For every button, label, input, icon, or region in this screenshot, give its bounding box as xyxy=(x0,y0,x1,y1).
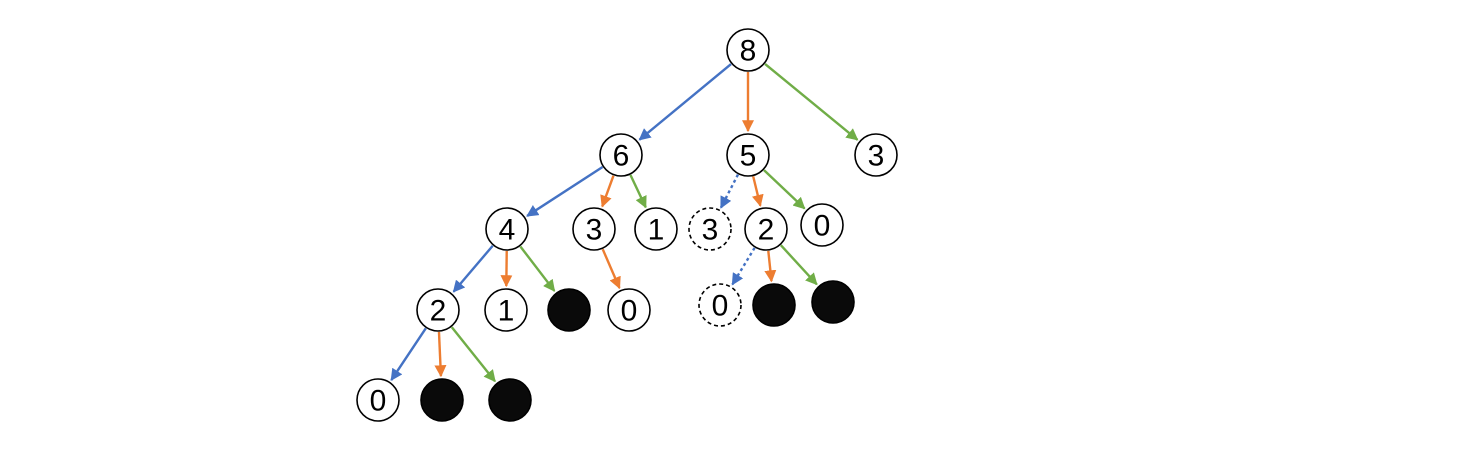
node-label: 0 xyxy=(712,290,729,323)
node-label: 5 xyxy=(740,140,757,173)
tree-node-n3b: 3 xyxy=(572,207,616,251)
edges-layer xyxy=(390,63,859,383)
tree-node-nfb xyxy=(752,283,796,327)
node-circle xyxy=(854,133,898,177)
filled-node-circle xyxy=(752,283,796,327)
node-label: 3 xyxy=(868,140,885,173)
filled-node-circle xyxy=(547,288,591,332)
node-circle xyxy=(744,207,788,251)
node-circle xyxy=(688,207,732,251)
tree-node-nfd xyxy=(420,378,464,422)
node-label: 1 xyxy=(648,214,665,247)
edge-n5-to-n2a xyxy=(751,176,764,207)
node-circle xyxy=(726,28,770,72)
edge-n6-to-n3b xyxy=(600,175,615,208)
node-circle xyxy=(485,207,529,251)
node-circle xyxy=(698,283,742,327)
tree-node-n2a: 2 xyxy=(744,207,788,251)
edge-n2b-to-nfe xyxy=(450,326,496,383)
node-label: 2 xyxy=(430,295,447,328)
tree-node-n3c: 3 xyxy=(688,207,732,251)
tree-node-n4: 4 xyxy=(485,207,529,251)
edge-n6-to-n4 xyxy=(526,165,604,217)
edge-n4-to-n2b xyxy=(452,244,494,293)
tree-node-n0c: 0 xyxy=(698,283,742,327)
node-circle xyxy=(416,288,460,332)
node-circle xyxy=(599,133,643,177)
edge-n8-to-n3a xyxy=(764,63,859,141)
node-label: 4 xyxy=(499,214,516,247)
edge-n5-to-n3c xyxy=(719,174,740,209)
tree-node-n1b: 1 xyxy=(484,288,528,332)
node-label: 0 xyxy=(370,385,387,418)
edge-n2a-to-nfb xyxy=(764,250,777,283)
edge-n8-to-n6 xyxy=(638,63,732,141)
nodes-layer: 8 6 5 3 4 3 1 3 2 0 2 1 0 0 0 xyxy=(356,28,898,422)
node-circle xyxy=(572,207,616,251)
node-circle xyxy=(800,203,844,247)
tree-node-nfe xyxy=(488,378,532,422)
tree-node-n1a: 1 xyxy=(634,207,678,251)
tree-node-nfa xyxy=(547,288,591,332)
node-label: 2 xyxy=(758,214,775,247)
tree-node-n0a: 0 xyxy=(800,203,844,247)
tree-node-nfc xyxy=(811,280,855,324)
tree-node-n6: 6 xyxy=(599,133,643,177)
node-circle xyxy=(634,207,678,251)
edge-n4-to-nfa xyxy=(519,245,556,292)
edge-n2a-to-n0c xyxy=(731,247,756,286)
node-label: 6 xyxy=(613,140,630,173)
edge-n5-to-n0a xyxy=(763,169,806,210)
node-label: 3 xyxy=(702,214,719,247)
tree-node-n5: 5 xyxy=(726,133,770,177)
node-circle xyxy=(726,133,770,177)
tree-node-n3a: 3 xyxy=(854,133,898,177)
tree-node-n2b: 2 xyxy=(416,288,460,332)
edge-n3b-to-n0b xyxy=(601,248,621,290)
node-circle xyxy=(484,288,528,332)
node-label: 3 xyxy=(586,214,603,247)
edge-n2b-to-n0d xyxy=(390,327,427,382)
tree-node-n0d: 0 xyxy=(356,378,400,422)
filled-node-circle xyxy=(811,280,855,324)
node-circle xyxy=(356,378,400,422)
node-label: 1 xyxy=(498,295,515,328)
node-circle xyxy=(607,288,651,332)
node-label: 8 xyxy=(740,35,757,68)
filled-node-circle xyxy=(488,378,532,422)
edge-n6-to-n1a xyxy=(629,174,647,209)
filled-node-circle xyxy=(420,378,464,422)
edge-n2a-to-nfc xyxy=(779,244,818,286)
node-label: 0 xyxy=(814,210,831,243)
edge-n2b-to-nfd xyxy=(434,331,447,378)
tree-node-n8: 8 xyxy=(726,28,770,72)
node-label: 0 xyxy=(621,295,638,328)
tree-node-n0b: 0 xyxy=(607,288,651,332)
